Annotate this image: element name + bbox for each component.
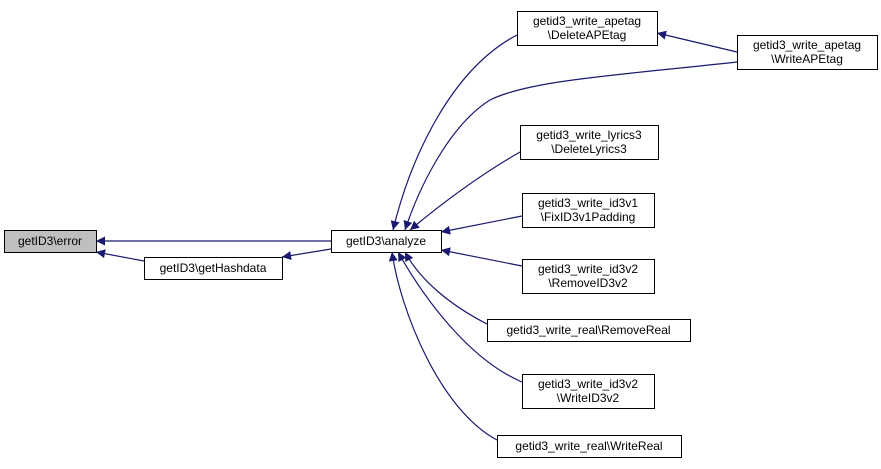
edge-line	[95, 249, 145, 262]
node-label: \WriteAPEtag	[771, 52, 843, 66]
node-box	[522, 193, 655, 228]
node-label: getid3_write_lyrics3	[536, 128, 642, 142]
node-label: getid3_write_id3v1	[538, 196, 638, 210]
node-box	[4, 230, 97, 253]
node-label: getid3_write_id3v2	[538, 262, 638, 276]
node-analyze[interactable]: getID3\analyze	[331, 230, 442, 253]
node-WriteID3v2[interactable]: getid3_write_id3v2\WriteID3v2	[522, 374, 655, 409]
edge-line	[404, 251, 488, 325]
edge-analyze-to-getHashdata	[281, 248, 332, 260]
node-box	[520, 125, 659, 160]
node-getHashdata[interactable]: getID3\getHashdata	[144, 257, 283, 280]
node-label: getid3_write_apetag	[533, 14, 641, 28]
node-RemoveID3v2[interactable]: getid3_write_id3v2\RemoveID3v2	[522, 259, 655, 294]
edge-WriteReal-to-analyze	[388, 251, 498, 441]
edge-getHashdata-to-error	[95, 249, 145, 262]
node-DeleteLyrics3[interactable]: getid3_write_lyrics3\DeleteLyrics3	[520, 125, 659, 160]
edge-line	[390, 34, 518, 231]
node-box	[522, 259, 655, 294]
node-box	[331, 230, 442, 253]
node-label: \DeleteLyrics3	[551, 142, 627, 156]
edges	[95, 30, 738, 441]
node-label: \DeleteAPEtag	[548, 28, 627, 42]
edge-FixID3v1Padding-to-analyze	[440, 215, 523, 235]
node-label: getid3_write_real\WriteReal	[515, 439, 662, 453]
edge-WriteAPEtag-to-analyze	[403, 61, 738, 231]
node-error[interactable]: getID3\error	[4, 230, 97, 253]
edge-RemoveReal-to-analyze	[404, 251, 488, 325]
edge-RemoveID3v2-to-analyze	[440, 247, 523, 267]
edge-DeleteLyrics3-to-analyze	[409, 151, 521, 231]
node-label: getid3_write_real\RemoveReal	[506, 323, 670, 337]
node-box	[144, 257, 283, 280]
node-box	[522, 374, 655, 409]
node-label: \WriteID3v2	[557, 391, 620, 405]
node-FixID3v1Padding[interactable]: getid3_write_id3v1\FixID3v1Padding	[522, 193, 655, 228]
node-label: \RemoveID3v2	[548, 276, 628, 290]
node-label: getID3\analyze	[346, 234, 426, 248]
edge-WriteID3v2-to-analyze	[397, 251, 523, 383]
node-box	[497, 435, 682, 458]
node-label: getid3_write_apetag	[753, 38, 861, 52]
edge-line	[403, 61, 738, 231]
edge-line	[397, 251, 523, 383]
node-WriteAPEtag[interactable]: getid3_write_apetag\WriteAPEtag	[737, 35, 878, 70]
node-box	[737, 35, 878, 70]
edge-line	[440, 215, 523, 235]
node-box	[517, 11, 658, 46]
edge-line	[656, 30, 738, 53]
node-label: getid3_write_id3v2	[538, 377, 638, 391]
edge-line	[281, 248, 332, 260]
edge-line	[409, 151, 521, 231]
node-RemoveReal[interactable]: getid3_write_real\RemoveReal	[487, 319, 691, 342]
node-label: getID3\getHashdata	[160, 261, 267, 275]
node-label: getID3\error	[18, 234, 82, 248]
node-box	[487, 319, 691, 342]
nodes: getID3\error getID3\getHashdata getID3\ana…	[4, 11, 878, 458]
node-WriteReal[interactable]: getid3_write_real\WriteReal	[497, 435, 682, 458]
edge-line	[440, 247, 523, 267]
edge-DeleteAPEtag-to-analyze	[390, 34, 518, 231]
node-DeleteAPEtag[interactable]: getid3_write_apetag\DeleteAPEtag	[517, 11, 658, 46]
node-label: \FixID3v1Padding	[541, 210, 636, 224]
edge-line	[388, 251, 498, 441]
edge-WriteAPEtag-to-DeleteAPEtag	[656, 30, 738, 53]
